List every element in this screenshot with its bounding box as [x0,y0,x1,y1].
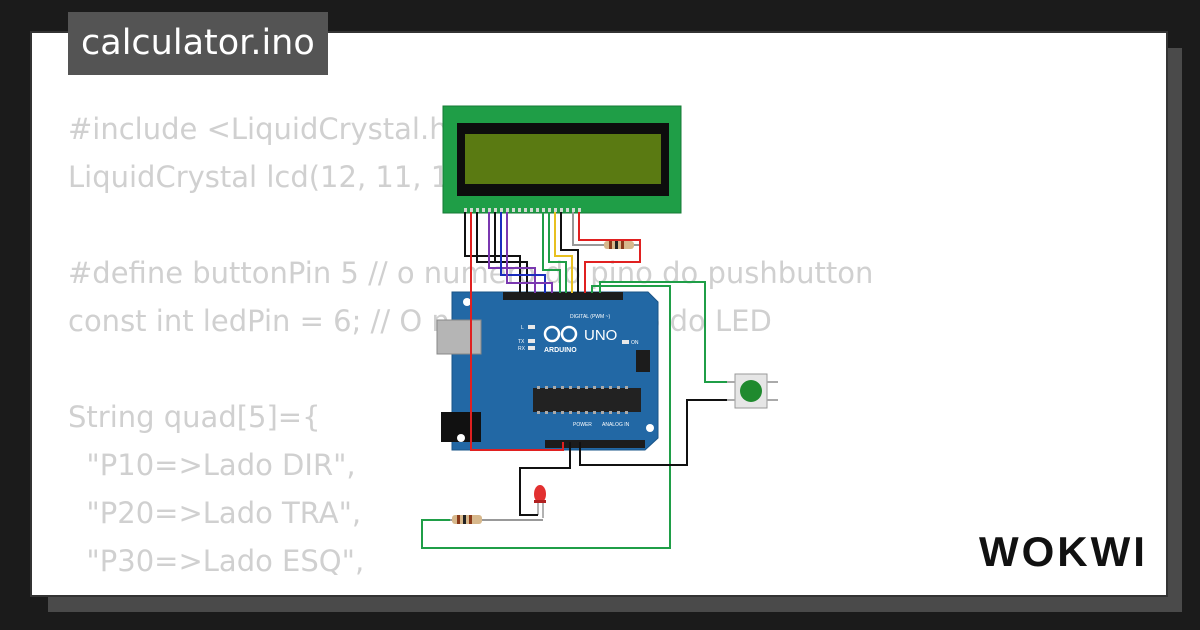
arduino-uno-board[interactable]: UNO ARDUINO DIGITAL (PWM ~) ANALOG IN PO… [436,291,659,451]
tx-label: TX [518,339,525,345]
lcd-display[interactable] [442,105,682,214]
lcd-wires [464,212,641,451]
code-line: #include <LiquidCrystal.h> [68,112,472,146]
power-label: POWER [573,422,592,428]
wokwi-logo: WOKWI [979,528,1147,575]
board-brand-text: ARDUINO [544,347,577,354]
circuit-diagram: UNO ARDUINO DIGITAL (PWM ~) ANALOG IN PO… [421,105,778,549]
code-line: String quad[5]={ [68,400,321,434]
lcd-screen [465,134,661,184]
on-label: ON [631,340,639,346]
pushbutton[interactable] [727,373,778,409]
led-wire [519,442,571,516]
code-line: #define buttonPin 5 // o numero do pino … [68,256,874,290]
board-logo-text: UNO [584,327,617,344]
code-line: "P40=>Lado FRE", [68,585,873,595]
code-line: "P10=>Lado DIR", [68,448,356,482]
code-line: "P30=>Lado ESQ", [68,544,365,578]
lcd-pins [464,208,581,212]
code-line: "P20=>Lado TRA", [68,496,362,530]
usb-port [436,319,482,355]
resistor-led[interactable] [450,515,543,524]
digital-label: DIGITAL (PWM ~) [570,314,610,320]
l-led-label: L [521,325,524,331]
power-analog-header [545,440,645,448]
resistor-backlight[interactable] [578,241,640,249]
button-cap [740,380,762,402]
project-title: calculator.ino [68,12,328,75]
button-wires [421,281,727,549]
atmega-chip [533,388,641,412]
digital-header [503,292,623,300]
rx-label: RX [518,346,526,352]
wokwi-logo-text: WOKWI [979,528,1147,575]
arduino-infinity-icon [543,325,578,343]
icsp-header [636,350,650,372]
red-led[interactable] [534,485,546,518]
analog-label: ANALOG IN [602,422,630,428]
